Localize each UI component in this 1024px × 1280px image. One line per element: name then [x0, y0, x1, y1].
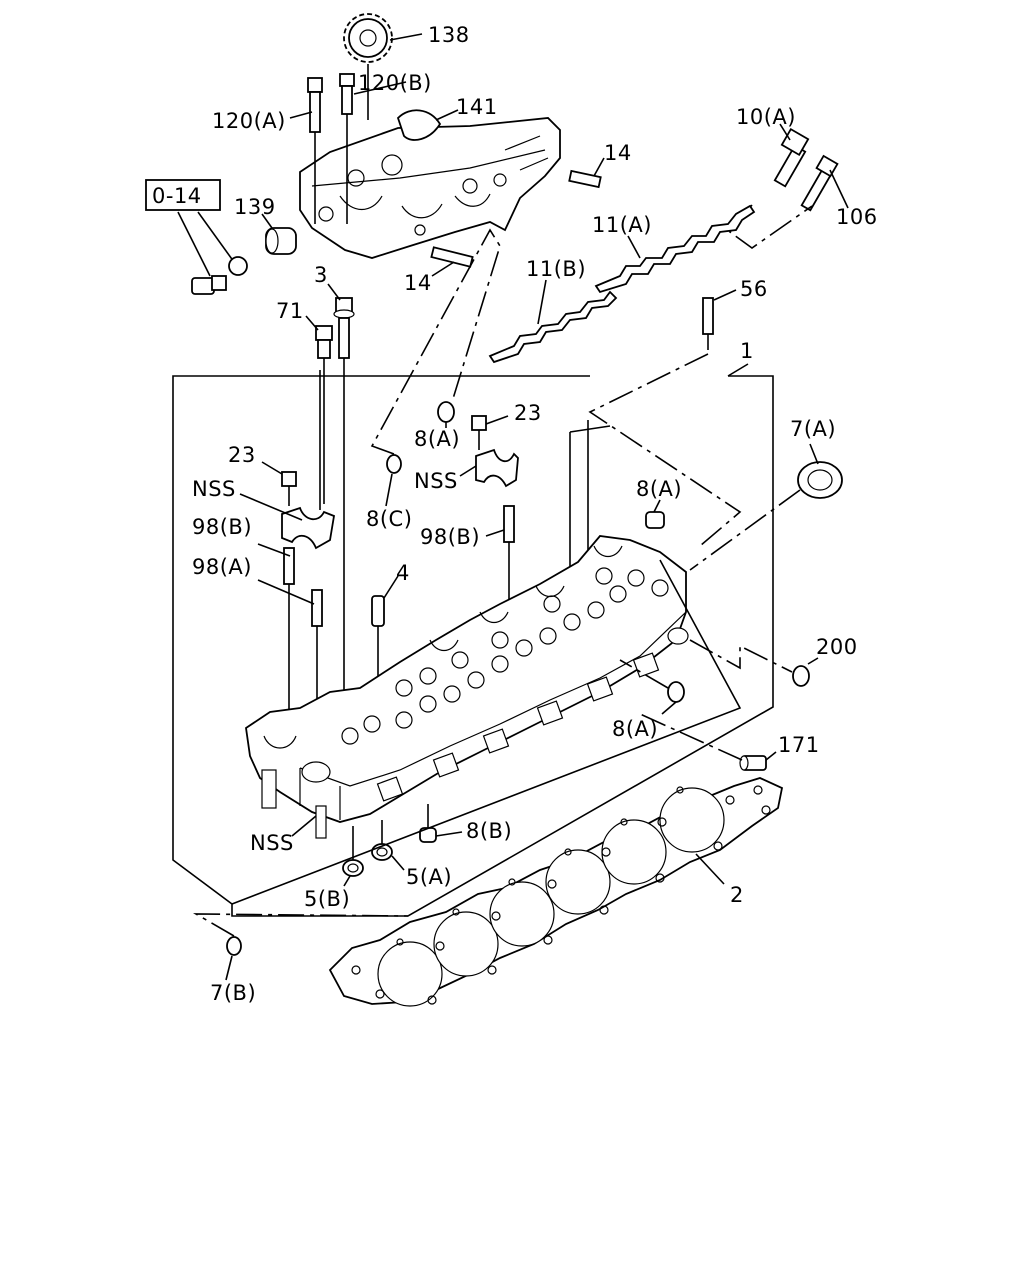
label-5a: 5(A): [406, 865, 452, 889]
label-106: 106: [836, 205, 878, 229]
label-23-right: 23: [514, 401, 542, 425]
label-8c: 8(C): [366, 507, 412, 531]
group-0-14: 0-14: [145, 179, 248, 295]
label-56: 56: [740, 277, 768, 301]
bolt-120b: [339, 73, 355, 224]
label-14-top: 14: [604, 141, 632, 165]
seal-7b: [226, 936, 242, 956]
label-1: 1: [740, 339, 754, 363]
label-11a: 11(A): [592, 213, 652, 237]
label-8a-low: 8(A): [612, 717, 658, 741]
label-171: 171: [778, 733, 820, 757]
label-5b: 5(B): [304, 887, 350, 911]
stud-14-mid: [430, 246, 474, 268]
label-11b: 11(B): [526, 257, 586, 281]
label-8b: 8(B): [466, 819, 512, 843]
label-139: 139: [234, 195, 276, 219]
label-71: 71: [276, 299, 304, 323]
seal-7a: [797, 461, 843, 499]
label-98a: 98(A): [192, 555, 252, 579]
part-labels: 138 120(B) 120(A) 141 14 14 139 10(A) 10…: [192, 23, 878, 1005]
label-120b: 120(B): [358, 71, 432, 95]
label-nss-left: NSS: [192, 477, 236, 501]
bolt-3: [333, 297, 355, 720]
label-3: 3: [314, 263, 328, 287]
cam-housing: [299, 117, 561, 259]
plug-8b: [419, 804, 437, 843]
plug-139: [265, 227, 297, 255]
label-2: 2: [730, 883, 744, 907]
gasket-11b: [488, 290, 618, 364]
seal-8a-low: [667, 681, 685, 703]
label-120a: 120(A): [212, 109, 286, 133]
bearing-cap-left: [281, 471, 336, 720]
cylinder-head: [245, 535, 689, 839]
plug-8a-mid: [645, 511, 665, 529]
bolt-71: [315, 325, 333, 504]
bolt-120a: [307, 77, 323, 224]
leader-lines: [225, 33, 849, 981]
label-23-left: 23: [228, 443, 256, 467]
label-141: 141: [456, 95, 498, 119]
head-gasket-2: [328, 777, 784, 1007]
label-98b-left: 98(B): [192, 515, 252, 539]
label-138: 138: [428, 23, 470, 47]
gear-138: [343, 13, 393, 120]
label-nss-bottom: NSS: [250, 831, 294, 855]
stud-56: [702, 297, 714, 350]
label-10a: 10(A): [736, 105, 796, 129]
label-7b: 7(B): [210, 981, 256, 1005]
plug-200: [792, 665, 810, 687]
label-8a-top: 8(A): [414, 427, 460, 451]
label-98b-right: 98(B): [420, 525, 480, 549]
sensor-10a: [773, 127, 810, 188]
seal-5b: [342, 826, 364, 877]
label-7a: 7(A): [790, 417, 836, 441]
part-141: [396, 109, 442, 141]
label-4: 4: [396, 561, 410, 585]
bearing-cap-right: [471, 415, 519, 640]
pipe-106: [800, 154, 839, 212]
seal-8c: [386, 454, 402, 474]
stud-14-top: [568, 169, 602, 189]
label-200: 200: [816, 635, 858, 659]
label-nss-right: NSS: [414, 469, 458, 493]
label-8a-mid: 8(A): [636, 477, 682, 501]
label-14-mid: 14: [404, 271, 432, 295]
seal-5a: [371, 820, 393, 861]
gasket-11a: [594, 204, 756, 294]
plug-171: [739, 755, 767, 771]
group-box-label: 0-14: [152, 184, 202, 208]
seal-8a-top: [437, 401, 455, 423]
assembly-frame: [172, 375, 774, 917]
